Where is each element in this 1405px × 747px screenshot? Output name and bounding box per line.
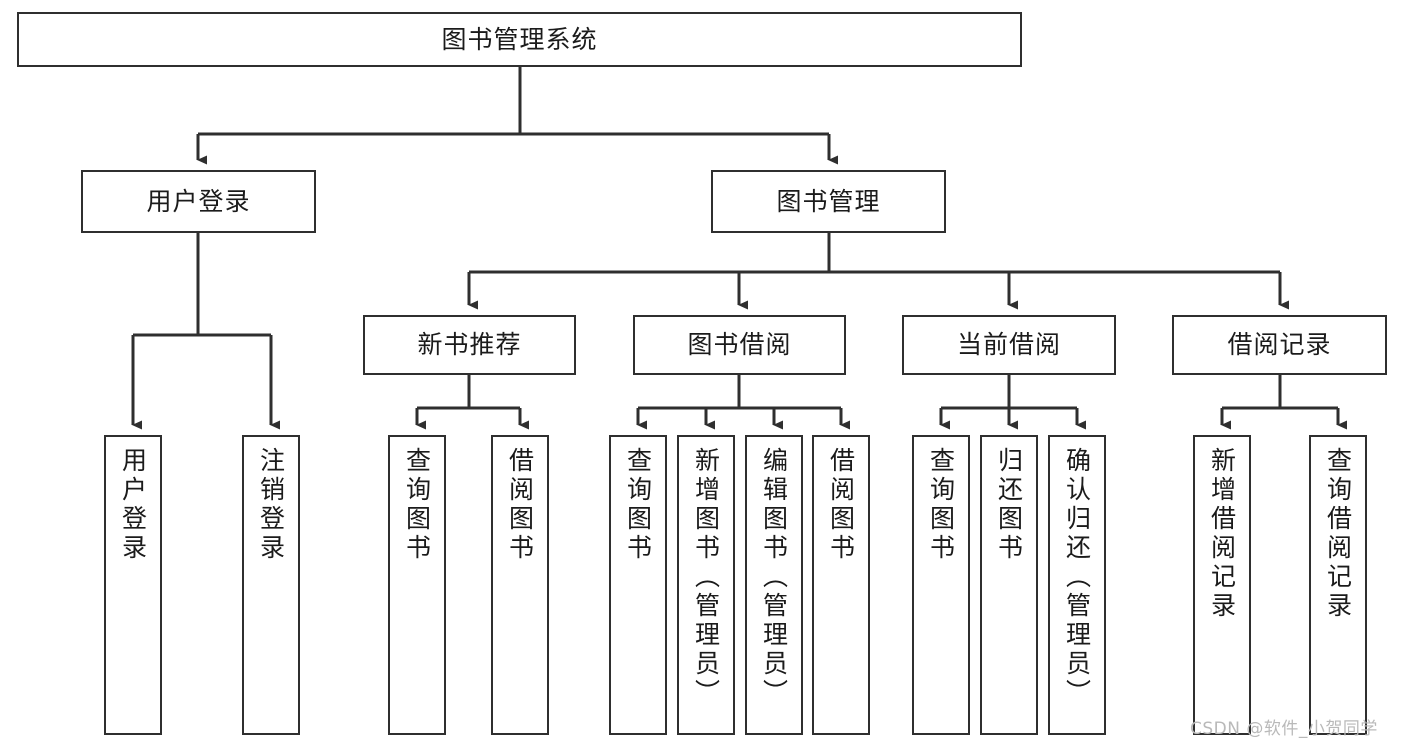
node-leaf-return-book-label: 归还图书 [994,447,1024,563]
node-borrow-record[interactable]: 借阅记录 [1172,315,1387,375]
node-leaf-borrow-book-label: 借阅图书 [826,447,856,563]
node-leaf-add-book-admin-label: 新增图书（管理员） [691,447,721,708]
node-leaf-query-book-borrow-label: 查询图书 [623,447,653,563]
node-leaf-query-book-recommend-label: 查询图书 [402,447,432,563]
node-user-login-label: 用户登录 [146,186,251,216]
node-leaf-borrow-book-recommend[interactable]: 借阅图书 [491,435,549,735]
node-leaf-edit-book-admin[interactable]: 编辑图书（管理员） [745,435,803,735]
node-new-book-recommend[interactable]: 新书推荐 [363,315,576,375]
csdn-watermark: CSDN @软件_小贺同学 [1190,719,1378,739]
node-book-borrow[interactable]: 图书借阅 [633,315,846,375]
node-leaf-query-book-recommend[interactable]: 查询图书 [388,435,446,735]
node-leaf-query-borrow-record[interactable]: 查询借阅记录 [1309,435,1367,735]
node-leaf-borrow-book[interactable]: 借阅图书 [812,435,870,735]
node-leaf-logout[interactable]: 注销登录 [242,435,300,735]
node-leaf-user-login[interactable]: 用户登录 [104,435,162,735]
node-leaf-add-book-admin[interactable]: 新增图书（管理员） [677,435,735,735]
node-leaf-query-borrow-record-label: 查询借阅记录 [1323,447,1353,621]
node-leaf-add-borrow-record[interactable]: 新增借阅记录 [1193,435,1251,735]
node-book-borrow-label: 图书借阅 [687,330,792,359]
node-current-borrow[interactable]: 当前借阅 [902,315,1116,375]
node-root-book-management-system[interactable]: 图书管理系统 [17,12,1022,67]
node-leaf-return-book[interactable]: 归还图书 [980,435,1038,735]
node-borrow-record-label: 借阅记录 [1227,330,1332,359]
node-root-label: 图书管理系统 [441,24,598,54]
node-leaf-borrow-book-recommend-label: 借阅图书 [505,447,535,563]
node-leaf-query-book-current-label: 查询图书 [926,447,956,563]
node-leaf-confirm-return-admin[interactable]: 确认归还（管理员） [1048,435,1106,735]
node-book-management-label: 图书管理 [776,186,881,216]
node-leaf-edit-book-admin-label: 编辑图书（管理员） [759,447,789,708]
node-current-borrow-label: 当前借阅 [956,330,1061,359]
node-leaf-query-book-current[interactable]: 查询图书 [912,435,970,735]
node-leaf-query-book-borrow[interactable]: 查询图书 [609,435,667,735]
node-new-book-recommend-label: 新书推荐 [417,330,522,359]
node-book-management[interactable]: 图书管理 [711,170,946,233]
node-leaf-user-login-label: 用户登录 [118,447,148,563]
node-leaf-confirm-return-admin-label: 确认归还（管理员） [1062,447,1092,708]
node-leaf-add-borrow-record-label: 新增借阅记录 [1207,447,1237,621]
node-user-login[interactable]: 用户登录 [81,170,316,233]
node-leaf-logout-label: 注销登录 [256,447,286,563]
